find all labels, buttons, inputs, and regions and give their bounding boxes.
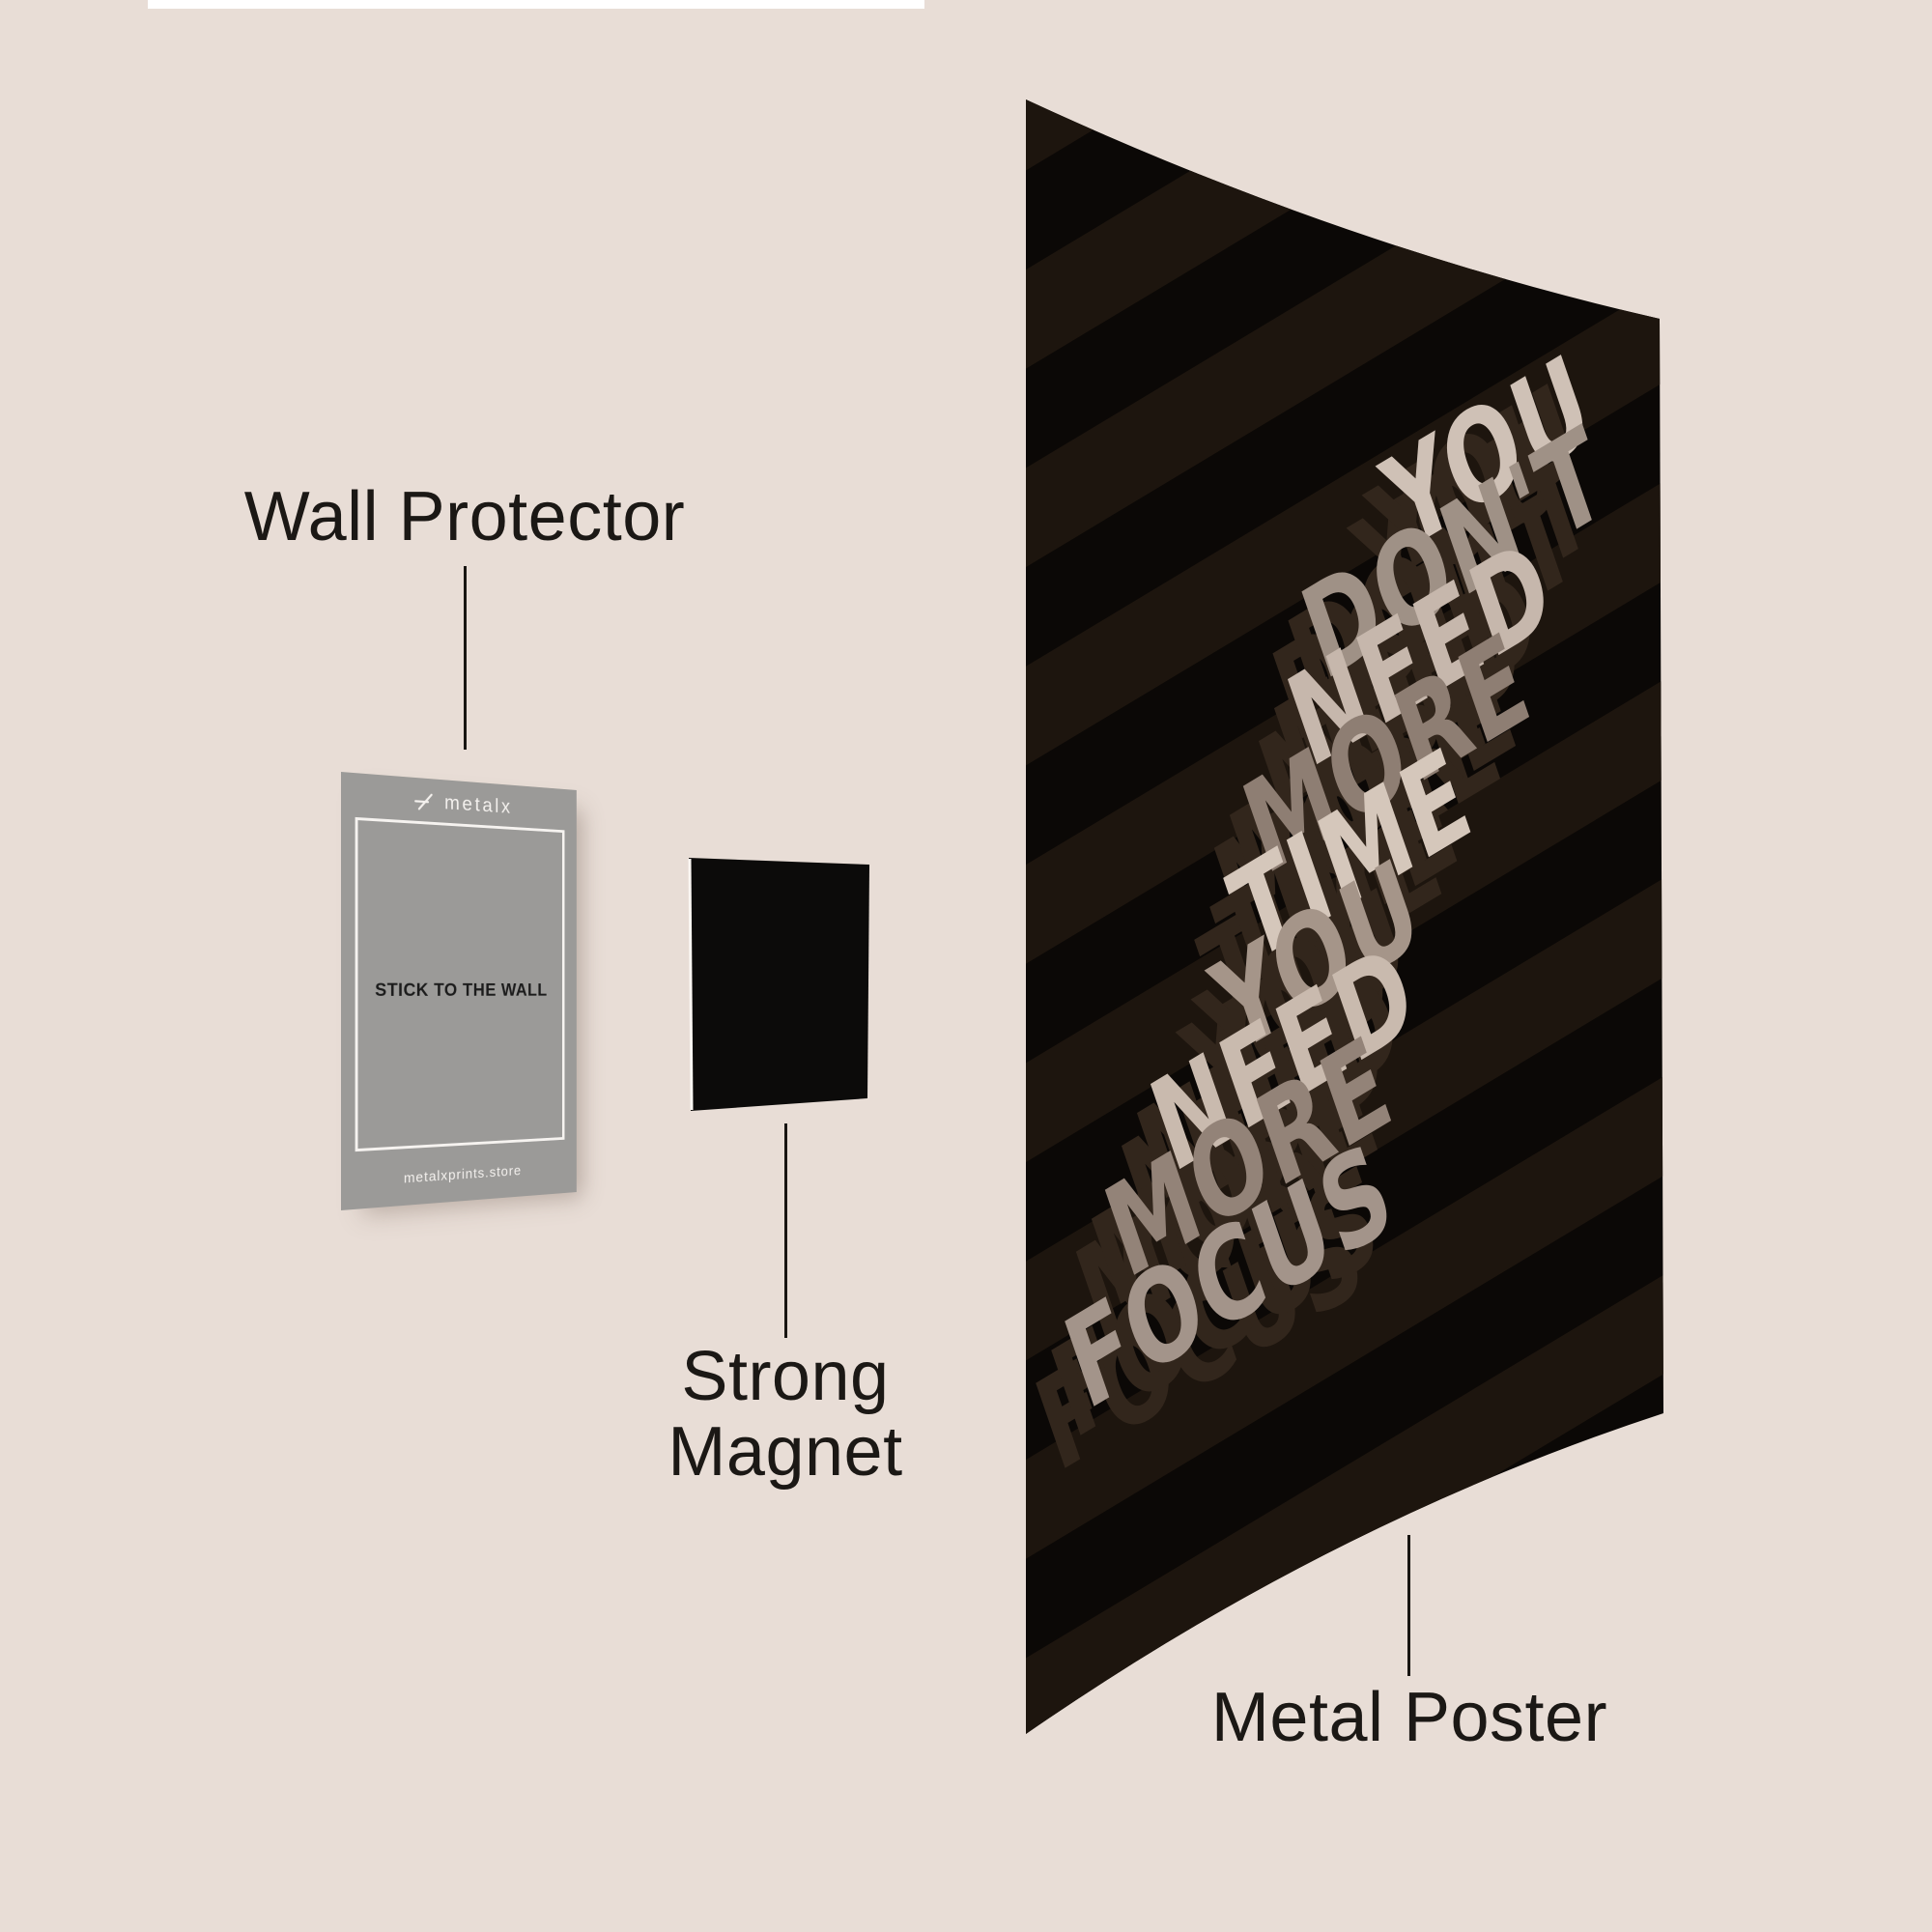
magnet-edge-highlight [688, 858, 694, 1111]
stripe [1026, 574, 1663, 1734]
card-instruction-text: STICK TO THE WALL [375, 980, 548, 1001]
strong-magnet-label-line1: Strong [681, 1338, 890, 1415]
brand-name: metalx [444, 791, 513, 818]
stripe [1026, 720, 1663, 1734]
strong-magnet [688, 858, 869, 1111]
stripe [1026, 428, 1663, 1695]
card-store-url: metalxprints.store [403, 1162, 522, 1187]
wall-protector-label: Wall Protector [243, 478, 686, 555]
wall-protector-pointer-line [464, 566, 467, 750]
wall-protector-card: metalx STICK TO THE WALL metalxprints.st… [341, 772, 577, 1210]
top-white-strip [148, 0, 924, 9]
magnet-face [689, 858, 869, 1111]
stripe [1026, 282, 1663, 1550]
metalx-logo-icon [413, 791, 437, 811]
stripe [1026, 99, 1663, 1259]
metal-poster-pointer-line [1407, 1535, 1410, 1676]
metal-poster-label: Metal Poster [1210, 1679, 1608, 1756]
stripe [1026, 136, 1663, 1405]
strong-magnet-pointer-line [784, 1123, 787, 1338]
strong-magnet-label-line2: Magnet [668, 1413, 903, 1492]
